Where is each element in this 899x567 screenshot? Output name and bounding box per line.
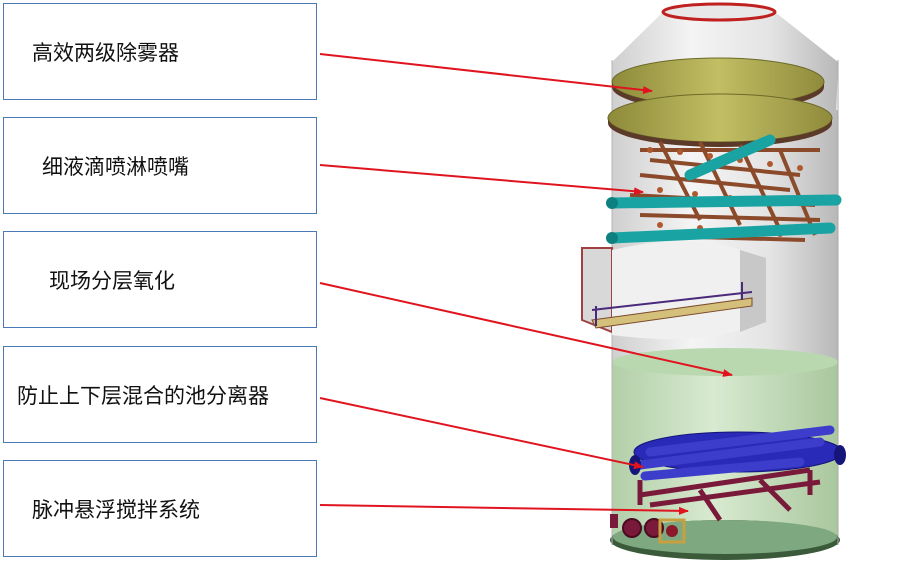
label-spray-nozzle-text: 细液滴喷淋喷嘴 xyxy=(42,154,189,179)
spray-header-2 xyxy=(606,194,842,209)
label-oxidation: 现场分层氧化 xyxy=(3,231,317,328)
oxidation-viewport xyxy=(581,241,766,339)
label-pool-separator-text: 防止上下层混合的池分离器 xyxy=(17,383,269,408)
arrow-pool-separator xyxy=(319,397,644,470)
pump-frame xyxy=(658,518,686,544)
arrow-spray-nozzle xyxy=(319,164,644,196)
arrow-demister xyxy=(319,53,653,94)
label-demister: 高效两级除雾器 xyxy=(3,3,317,100)
label-oxidation-text: 现场分层氧化 xyxy=(49,268,175,293)
pointer-arrows xyxy=(319,53,733,515)
pool-separator xyxy=(629,425,846,481)
slurry-surface xyxy=(612,348,838,376)
agitation-system xyxy=(610,467,821,544)
label-agitation-text: 脉冲悬浮搅拌系统 xyxy=(32,497,200,522)
spray-headers xyxy=(606,134,842,244)
pump-1 xyxy=(622,518,642,538)
label-spray-nozzle: 细液滴喷淋喷嘴 xyxy=(3,117,317,214)
arrow-agitation xyxy=(319,504,689,515)
demister-plates xyxy=(607,57,833,147)
demister-plate-lower xyxy=(607,93,833,143)
outlet-rim xyxy=(661,2,777,22)
label-demister-text: 高效两级除雾器 xyxy=(32,40,179,65)
spray-header-3 xyxy=(606,222,836,244)
label-pool-separator: 防止上下层混合的池分离器 xyxy=(3,346,317,443)
spray-header-1 xyxy=(684,134,776,181)
label-agitation: 脉冲悬浮搅拌系统 xyxy=(3,460,317,557)
arrow-oxidation xyxy=(319,282,733,377)
